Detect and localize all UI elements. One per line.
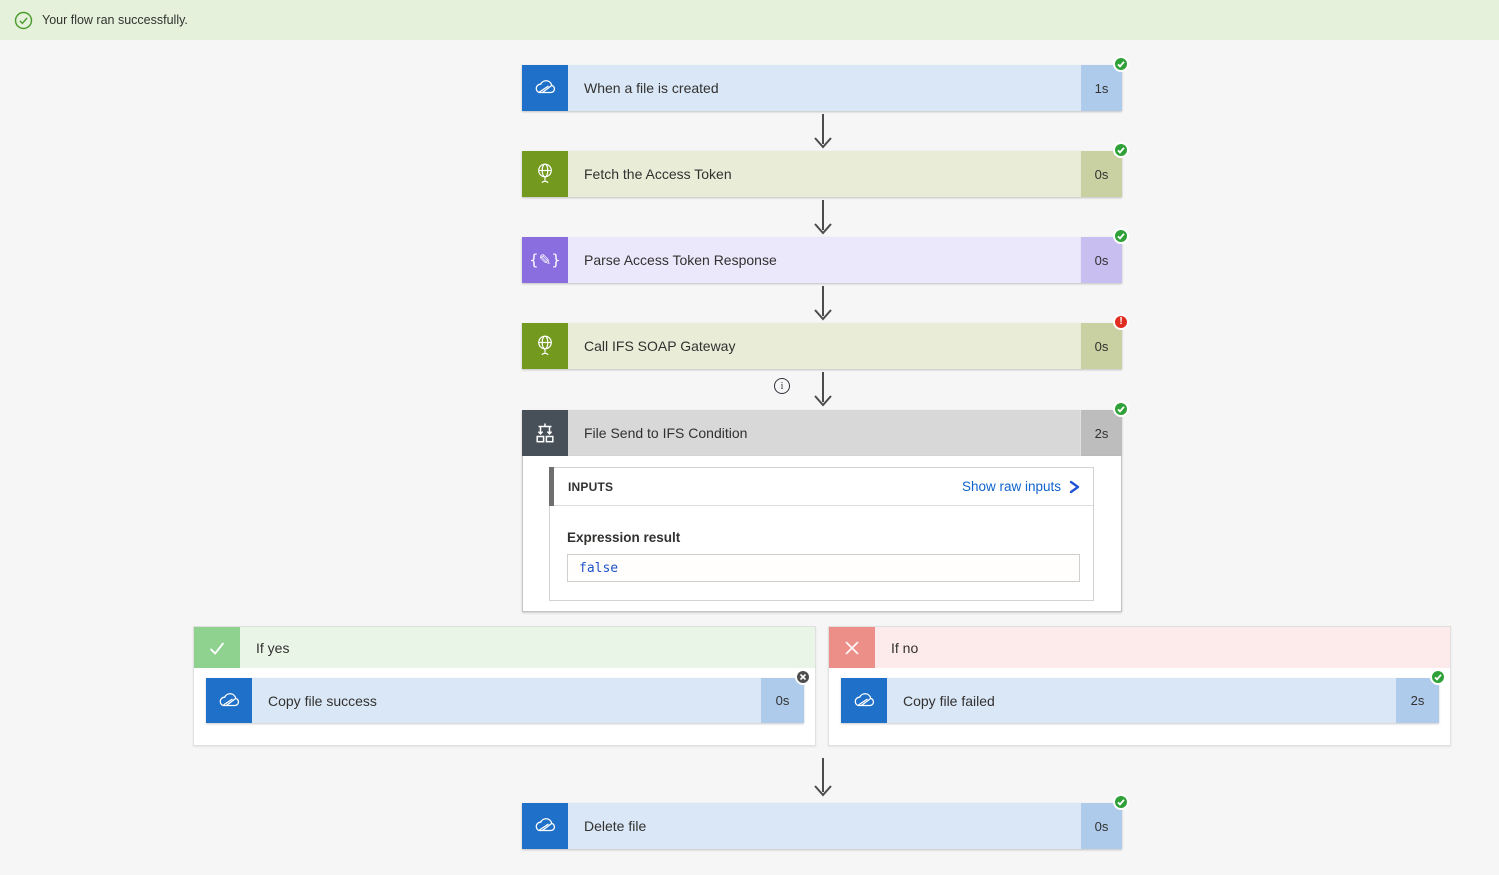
action-card-trigger[interactable]: When a file is created 1s <box>522 56 1129 111</box>
http-globe-icon <box>522 323 568 369</box>
branch-label: If yes <box>256 639 290 656</box>
duration-label: 0s <box>1080 237 1122 283</box>
success-check-circle-icon <box>14 11 33 29</box>
branch-label: If no <box>891 639 919 656</box>
status-success-icon <box>1113 401 1129 417</box>
duration-label: 2s <box>1395 678 1439 723</box>
connector-arrow <box>814 114 832 149</box>
expression-result-box: false <box>567 554 1080 582</box>
onedrive-cloud-icon <box>522 65 568 111</box>
duration-label: 0s <box>1080 323 1122 369</box>
card-title: When a file is created <box>568 65 1080 111</box>
duration-label: 1s <box>1080 65 1122 111</box>
branch-if-no: If no Copy file failed 2s <box>828 626 1451 746</box>
onedrive-cloud-icon <box>841 678 887 723</box>
status-success-icon <box>1113 794 1129 810</box>
http-globe-icon <box>522 151 568 197</box>
card-title: Delete file <box>568 803 1080 849</box>
connector-arrow <box>814 372 832 407</box>
action-card-delete-file[interactable]: Delete file 0s <box>522 794 1129 849</box>
condition-details-panel: INPUTS Show raw inputs Expression result… <box>522 456 1122 612</box>
action-card-fetch-token[interactable]: Fetch the Access Token 0s <box>522 142 1129 197</box>
action-card-soap-call[interactable]: Call IFS SOAP Gateway 0s ! <box>522 314 1129 369</box>
connector-arrow <box>814 758 832 797</box>
duration-label: 0s <box>760 678 804 723</box>
action-card-parse-token[interactable]: {✎} Parse Access Token Response 0s <box>522 228 1129 283</box>
condition-branch-icon <box>522 410 568 456</box>
onedrive-cloud-icon <box>206 678 252 723</box>
banner-text: Your flow ran successfully. <box>42 13 188 27</box>
status-success-icon <box>1113 228 1129 244</box>
action-card-copy-failed[interactable]: Copy file failed 2s <box>841 669 1446 723</box>
x-icon <box>829 627 875 668</box>
status-skipped-icon <box>795 669 811 685</box>
show-raw-inputs-link[interactable]: Show raw inputs <box>962 479 1081 494</box>
duration-label: 2s <box>1080 410 1122 456</box>
inputs-heading: INPUTS <box>568 479 614 494</box>
show-raw-inputs-label: Show raw inputs <box>961 479 1061 494</box>
status-success-icon <box>1430 669 1446 685</box>
inputs-accent-bar <box>549 467 554 506</box>
info-icon[interactable]: i <box>774 378 790 394</box>
inputs-panel: INPUTS Show raw inputs Expression result… <box>549 467 1094 601</box>
card-title: Copy file success <box>252 678 760 723</box>
branch-if-no-header[interactable]: If no <box>829 627 1450 668</box>
onedrive-cloud-icon <box>522 803 568 849</box>
duration-label: 0s <box>1080 151 1122 197</box>
action-card-condition[interactable]: File Send to IFS Condition 2s <box>522 401 1129 456</box>
expression-result-label: Expression result <box>567 530 681 545</box>
card-title: File Send to IFS Condition <box>568 410 1080 456</box>
duration-label: 0s <box>1080 803 1122 849</box>
json-braces-pencil-icon: {✎} <box>522 237 568 283</box>
card-title: Copy file failed <box>887 678 1395 723</box>
action-card-copy-success[interactable]: Copy file success 0s <box>206 669 811 723</box>
branch-if-yes-header[interactable]: If yes <box>194 627 815 668</box>
run-status-banner: Your flow ran successfully. <box>0 0 1499 40</box>
status-success-icon <box>1113 142 1129 158</box>
branch-if-yes: If yes Copy file success 0s <box>193 626 816 746</box>
expression-result-value: false <box>579 560 619 576</box>
status-error-icon: ! <box>1113 314 1129 330</box>
chevron-right-icon <box>1069 480 1080 493</box>
check-icon <box>194 627 240 668</box>
card-title: Fetch the Access Token <box>568 151 1080 197</box>
status-success-icon <box>1113 56 1129 72</box>
card-title: Parse Access Token Response <box>568 237 1080 283</box>
connector-arrow <box>814 286 832 321</box>
connector-arrow <box>814 200 832 235</box>
card-title: Call IFS SOAP Gateway <box>568 323 1080 369</box>
